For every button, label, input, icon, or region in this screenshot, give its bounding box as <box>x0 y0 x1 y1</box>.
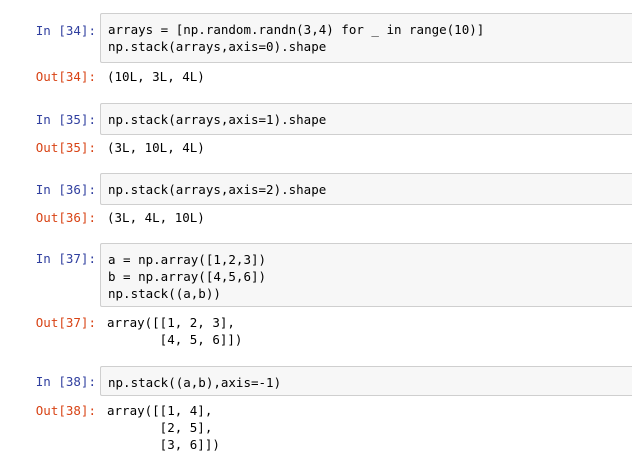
code-input[interactable]: np.stack(arrays,axis=1).shape <box>100 103 632 135</box>
in-prompt: In [37]: <box>35 251 96 266</box>
in-prompt: In [38]: <box>35 374 96 389</box>
notebook-cell: In [34]: arrays = [np.random.randn(3,4) … <box>0 13 632 93</box>
in-prompt: In [35]: <box>35 112 96 127</box>
code-text: arrays = [np.random.randn(3,4) for _ in … <box>108 22 485 54</box>
cell-output: (3L, 4L, 10L) <box>107 210 205 225</box>
cell-output: (10L, 3L, 4L) <box>107 69 205 84</box>
code-text: np.stack(arrays,axis=2).shape <box>108 182 327 197</box>
code-input[interactable]: np.stack(arrays,axis=2).shape <box>100 173 632 205</box>
notebook-cell: In [38]: np.stack((a,b),axis=-1) Out[38]… <box>0 366 632 456</box>
notebook-cell: In [37]: a = np.array([1,2,3]) b = np.ar… <box>0 243 632 353</box>
out-prompt: Out[36]: <box>35 210 96 225</box>
out-prompt: Out[37]: <box>35 315 96 330</box>
notebook-cell: In [35]: np.stack(arrays,axis=1).shape O… <box>0 103 632 163</box>
out-prompt: Out[38]: <box>35 403 96 418</box>
code-input[interactable]: np.stack((a,b),axis=-1) <box>100 366 632 396</box>
code-input[interactable]: arrays = [np.random.randn(3,4) for _ in … <box>100 13 632 63</box>
cell-output: array([[1, 4], [2, 5], [3, 6]]) <box>107 403 220 452</box>
code-text: np.stack((a,b),axis=-1) <box>108 375 282 390</box>
code-input[interactable]: a = np.array([1,2,3]) b = np.array([4,5,… <box>100 243 632 307</box>
cell-output: (3L, 10L, 4L) <box>107 140 205 155</box>
code-text: a = np.array([1,2,3]) b = np.array([4,5,… <box>108 252 267 301</box>
out-prompt: Out[34]: <box>35 69 96 84</box>
code-text: np.stack(arrays,axis=1).shape <box>108 112 327 127</box>
cell-output: array([[1, 2, 3], [4, 5, 6]]) <box>107 315 243 347</box>
in-prompt: In [36]: <box>35 182 96 197</box>
notebook-cell: In [36]: np.stack(arrays,axis=2).shape O… <box>0 173 632 233</box>
out-prompt: Out[35]: <box>35 140 96 155</box>
in-prompt: In [34]: <box>35 23 96 38</box>
